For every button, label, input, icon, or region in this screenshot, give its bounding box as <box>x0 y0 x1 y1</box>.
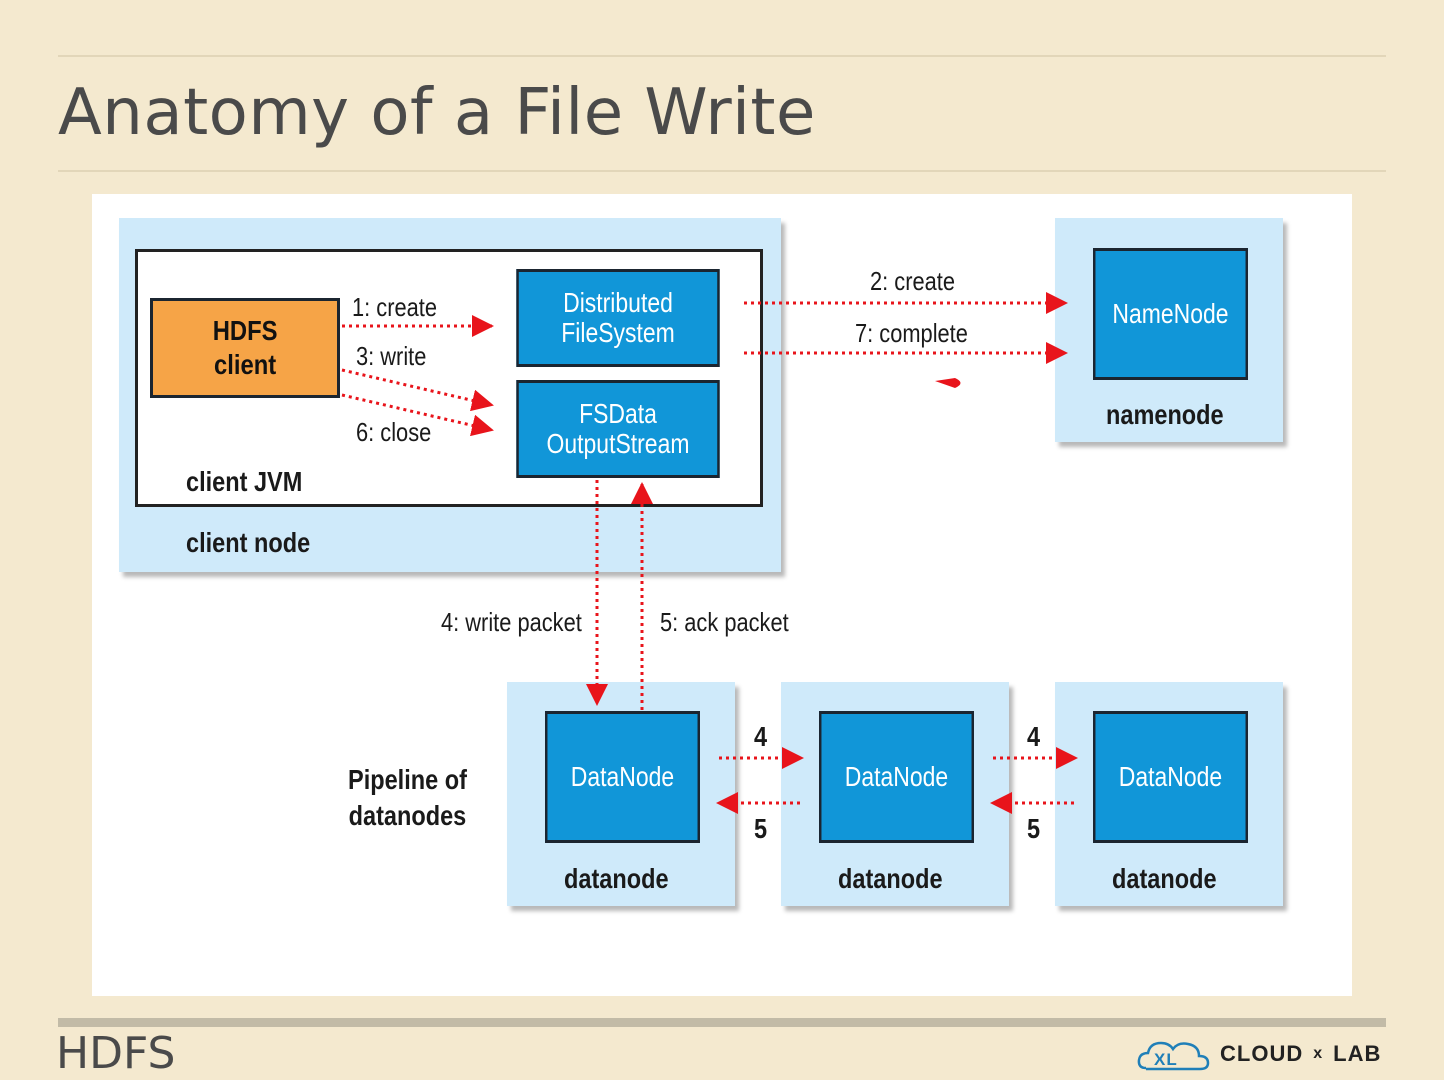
slide-title: Anatomy of a File Write <box>58 76 816 150</box>
label-back-1: 5 <box>754 813 768 844</box>
fsdata-outputstream-text: FSData OutputStream <box>546 398 690 459</box>
hdfs-client-text: HDFS client <box>212 315 278 380</box>
datanode-3-box: DataNode <box>1093 711 1248 843</box>
label-close-6: 6: close <box>356 417 432 447</box>
footer-bar <box>58 1018 1386 1027</box>
namenode-label: namenode <box>1106 399 1224 430</box>
label-create-2: 2: create <box>870 266 955 296</box>
distributed-filesystem-box: Distributed FileSystem <box>516 269 720 367</box>
label-back-2: 5 <box>1027 813 1041 844</box>
brand-word-1: CLOUD <box>1220 1041 1304 1066</box>
client-node-label: client node <box>186 527 311 558</box>
label-write-packet: 4: write packet <box>441 607 582 637</box>
footer-title: HDFS <box>56 1028 176 1079</box>
brand-logo: XL CLOUD x LAB <box>1136 1034 1381 1074</box>
datanode-1-text: DataNode <box>570 761 675 792</box>
label-complete-7: 7: complete <box>855 318 968 348</box>
brand-separator: x <box>1313 1045 1324 1062</box>
label-fwd-2: 4 <box>1027 721 1041 752</box>
datanode-1-label: datanode <box>564 863 669 894</box>
namenode-text: NameNode <box>1112 298 1229 329</box>
datanode-3-label: datanode <box>1112 863 1217 894</box>
label-fwd-1: 4 <box>754 721 768 752</box>
datanode-2-label: datanode <box>838 863 943 894</box>
datanode-2-text: DataNode <box>844 761 949 792</box>
namenode-box: NameNode <box>1093 248 1248 380</box>
datanode-3-text: DataNode <box>1118 761 1223 792</box>
label-create-1: 1: create <box>352 292 437 322</box>
hdfs-client-box: HDFS client <box>150 298 340 398</box>
pipeline-label: Pipeline of datanodes <box>348 764 467 831</box>
cloud-icon: XL <box>1137 1041 1210 1071</box>
fsdata-outputstream-box: FSData OutputStream <box>516 380 720 478</box>
label-ack-packet: 5: ack packet <box>660 607 789 637</box>
top-rule <box>58 55 1386 57</box>
distributed-filesystem-text: Distributed FileSystem <box>561 287 675 348</box>
datanode-2-box: DataNode <box>819 711 974 843</box>
svg-text:XL: XL <box>1154 1050 1178 1069</box>
client-jvm-label: client JVM <box>186 466 303 497</box>
datanode-1-box: DataNode <box>545 711 700 843</box>
brand-word-2: LAB <box>1333 1041 1382 1066</box>
title-rule <box>58 170 1386 172</box>
label-write-3: 3: write <box>356 341 427 371</box>
